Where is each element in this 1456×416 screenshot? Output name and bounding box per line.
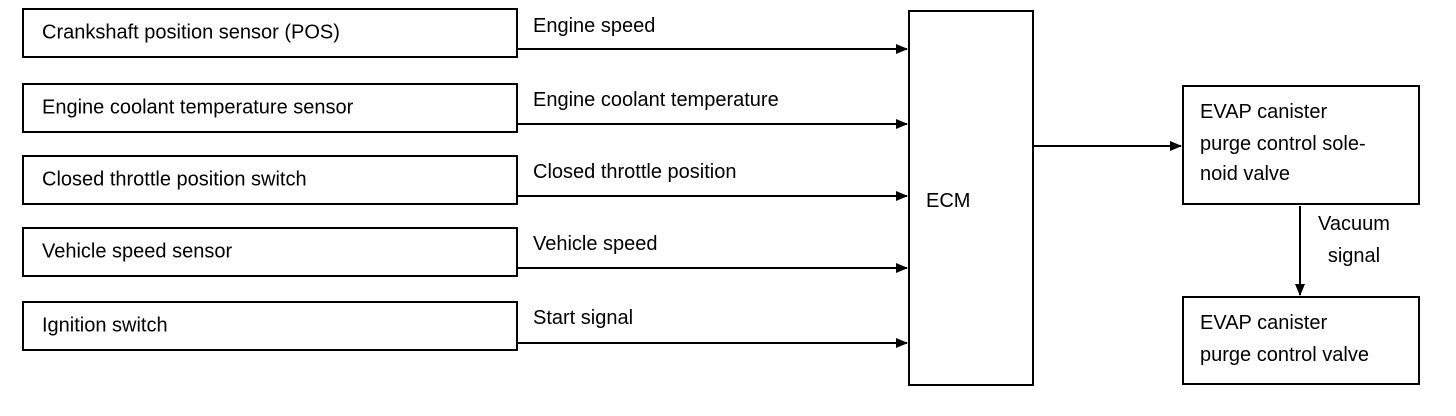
signal-label: Start signal — [533, 307, 634, 329]
vacuum-line-2: signal — [1327, 245, 1381, 267]
sensor-box-coolant: Engine coolant temperature sensor — [22, 83, 518, 133]
signal-label: Vehicle speed — [533, 233, 658, 255]
sensor-box-vehicle-speed: Vehicle speed sensor — [22, 227, 518, 277]
ecm-box: ECM — [908, 10, 1034, 386]
valve-line-2: purge control valve — [1200, 344, 1369, 366]
solenoid-line-1: EVAP canister — [1200, 101, 1328, 123]
sensor-box-crankshaft: Crankshaft position sensor (POS) — [22, 8, 518, 58]
sensor-label: Engine coolant temperature sensor — [42, 96, 354, 119]
sensor-label: Closed throttle position switch — [42, 168, 307, 191]
signal-label: Engine speed — [533, 15, 656, 37]
signal-label: Closed throttle position — [533, 161, 737, 183]
sensor-label: Ignition switch — [42, 314, 168, 337]
solenoid-line-3: noid valve — [1200, 163, 1291, 185]
sensor-label: Vehicle speed sensor — [42, 240, 233, 263]
solenoid-line-2: purge control sole- — [1200, 133, 1366, 155]
ecm-label: ECM — [926, 190, 971, 212]
sensor-box-throttle: Closed throttle position switch — [22, 155, 518, 205]
vacuum-signal-label: Vacuum signal — [1318, 208, 1390, 272]
valve-line-1: EVAP canister — [1200, 312, 1328, 334]
signal-label: Engine coolant temperature — [533, 89, 779, 111]
purge-valve-box: EVAP canister purge control valve — [1182, 296, 1420, 385]
vacuum-line-1: Vacuum — [1318, 213, 1390, 235]
sensor-box-ignition: Ignition switch — [22, 301, 518, 351]
solenoid-valve-box: EVAP canister purge control sole- noid v… — [1182, 85, 1420, 205]
sensor-label: Crankshaft position sensor (POS) — [42, 21, 340, 44]
